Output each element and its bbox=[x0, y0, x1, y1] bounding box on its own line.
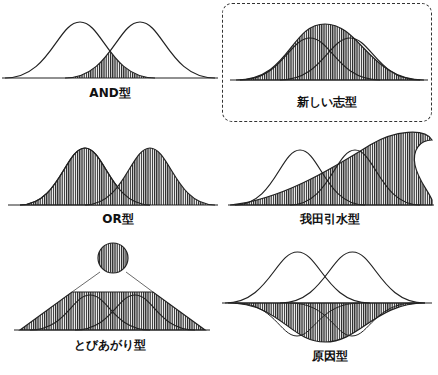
new-curves bbox=[230, 24, 428, 80]
type-label: OR型 bbox=[102, 212, 133, 226]
type-label: 原因型 bbox=[312, 349, 348, 363]
cause-curves bbox=[222, 252, 432, 342]
or-curves bbox=[8, 148, 218, 205]
wave-curves bbox=[228, 132, 434, 205]
dashed-frame: 新しい志型 bbox=[222, 3, 432, 122]
type-label: 新しい志型 bbox=[297, 95, 357, 109]
type-label: とびあがり型 bbox=[74, 338, 146, 352]
type-label: 我田引水型 bbox=[300, 212, 360, 226]
type-label: AND型 bbox=[89, 86, 130, 100]
jump-curves bbox=[14, 243, 210, 330]
and-curves bbox=[2, 22, 218, 78]
